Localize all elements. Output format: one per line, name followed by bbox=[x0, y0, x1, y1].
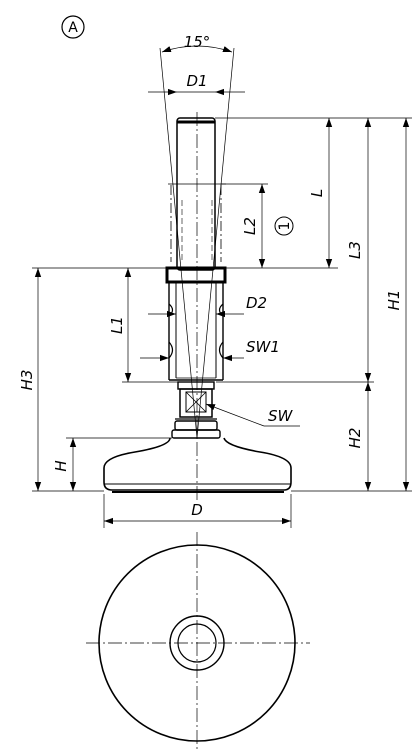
base-plate bbox=[103, 437, 292, 493]
view-marker-label: A bbox=[68, 20, 78, 36]
item-marker-label: 1 bbox=[277, 222, 293, 231]
dim-l2-label: L2 bbox=[241, 217, 259, 235]
dim-h-label: H bbox=[52, 460, 70, 471]
dim-sw bbox=[205, 403, 300, 427]
angle-lines bbox=[159, 45, 235, 439]
dim-h3-label: H3 bbox=[18, 370, 36, 391]
dim-l-label: L bbox=[308, 189, 326, 197]
extension-lines bbox=[32, 117, 412, 492]
dim-d1-label: D1 bbox=[186, 72, 207, 90]
top-view-base-circle bbox=[98, 544, 296, 742]
top-view bbox=[86, 532, 310, 750]
dim-l3-label: L3 bbox=[346, 241, 364, 259]
dim-sw1-label: SW1 bbox=[246, 338, 280, 356]
dim-d-label: D bbox=[191, 501, 203, 519]
dim-d bbox=[103, 494, 292, 528]
housing bbox=[165, 266, 227, 381]
dim-h1-label: H1 bbox=[385, 290, 403, 311]
threaded-stud bbox=[168, 117, 226, 271]
dim-d2-label: D2 bbox=[246, 294, 267, 312]
dim-sw-label: SW bbox=[268, 407, 294, 425]
top-view-outer-ring bbox=[169, 615, 225, 671]
dim-h2-label: H2 bbox=[346, 428, 364, 449]
view-marker-a: A bbox=[61, 15, 85, 39]
item-marker-1: 1 bbox=[274, 216, 294, 236]
dim-angle-label: 15° bbox=[184, 33, 211, 51]
dim-l1-label: L1 bbox=[108, 316, 126, 334]
top-view-inner-ring bbox=[177, 623, 217, 663]
